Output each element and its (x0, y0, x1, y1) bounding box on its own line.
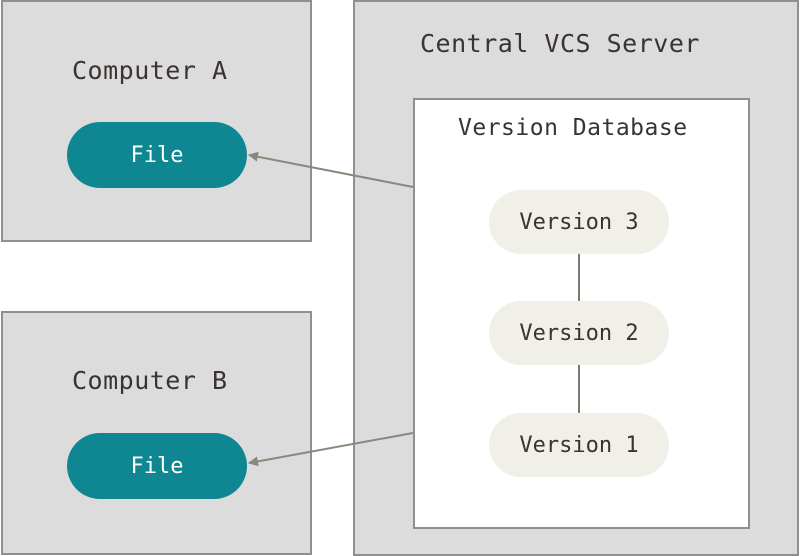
version-database-label: Version Database (458, 115, 688, 141)
computer-b-label: Computer B (72, 366, 228, 395)
version-3-node: Version 3 (489, 190, 669, 254)
computer-a-box (1, 0, 312, 242)
computer-a-label: Computer A (72, 56, 228, 85)
central-vcs-server-label: Central VCS Server (420, 29, 700, 58)
computer-a-file: File (67, 122, 247, 188)
version-1-node: Version 1 (489, 413, 669, 477)
version-2-node: Version 2 (489, 301, 669, 365)
computer-b-file: File (67, 433, 247, 499)
